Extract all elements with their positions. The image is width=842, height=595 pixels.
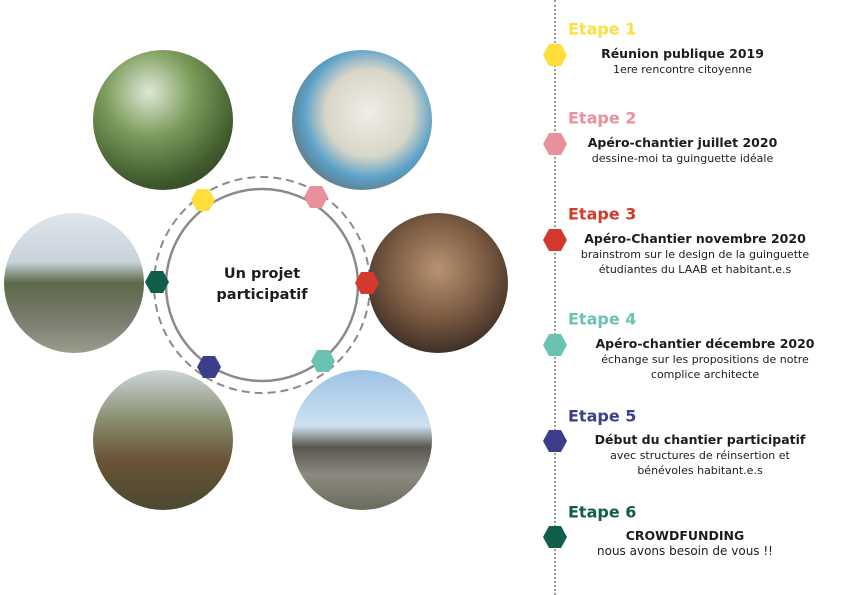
step1-desc: 1ere rencontre citoyenne [612, 63, 753, 76]
step1-hexagon-icon [543, 44, 567, 66]
step4-desc-line1: échange sur les propositions de notre [601, 353, 809, 366]
step6-text: CROWDFUNDING nous avons besoin de vous !… [585, 527, 785, 559]
step1-title: Réunion publique 2019 [601, 46, 764, 61]
step4-hexagon-icon [543, 334, 567, 356]
step2-desc: dessine-moi ta guinguette idéale [591, 152, 774, 165]
step6-hexagon-icon [543, 526, 567, 548]
ring-hexagon-step2-icon [304, 186, 328, 208]
step3-desc-line2: étudiantes du LAAB et habitant.e.s [598, 263, 792, 276]
ring-hexagon-step1-icon [191, 189, 215, 211]
step5-title: Début du chantier participatif [594, 432, 806, 447]
photo-construction-site [93, 370, 233, 510]
center-title: Un projet participatif [216, 264, 307, 306]
step4-text: Apéro-chantier décembre 2020 échange sur… [590, 335, 820, 382]
ring-hexagon-step5-icon [197, 356, 221, 378]
photo-drawing-session [292, 50, 432, 190]
center-title-line2: participatif [216, 287, 308, 303]
step1-label: Etape 1 [568, 19, 637, 39]
center-title-line1: Un projet [223, 266, 301, 282]
ring-hexagon-step4-icon [311, 350, 335, 372]
photo-public-meeting [93, 50, 233, 190]
step6-title: CROWDFUNDING [625, 528, 745, 543]
step3-title: Apéro-Chantier novembre 2020 [584, 231, 806, 246]
step3-label: Etape 3 [568, 204, 637, 224]
step6-label: Etape 6 [568, 502, 637, 522]
step5-desc-line2: bénévoles habitant.e.s [637, 464, 763, 477]
timeline-dotted-line [554, 0, 556, 595]
step2-label: Etape 2 [568, 108, 637, 128]
step5-text: Début du chantier participatif avec stru… [585, 431, 815, 478]
step5-desc-line1: avec structures de réinsertion et [610, 449, 790, 462]
step4-desc-line2: complice architecte [650, 368, 760, 381]
step3-hexagon-icon [543, 229, 567, 251]
step3-text: Apéro-Chantier novembre 2020 brainstrom … [580, 230, 810, 277]
step5-label: Etape 5 [568, 406, 637, 426]
step1-text: Réunion publique 2019 1ere rencontre cit… [575, 45, 790, 77]
step5-hexagon-icon [543, 430, 567, 452]
step3-desc-line1: brainstrom sur le design de la guinguett… [580, 248, 810, 261]
ring-hexagon-step3-icon [355, 272, 379, 294]
photo-indoor-workshop [368, 213, 508, 353]
photo-architect-rendering [4, 213, 144, 353]
ring-hexagon-step6-icon [145, 271, 169, 293]
photo-courtyard-rendering [292, 370, 432, 510]
step2-title: Apéro-chantier juillet 2020 [587, 135, 778, 150]
step2-text: Apéro-chantier juillet 2020 dessine-moi … [575, 134, 790, 166]
step2-hexagon-icon [543, 133, 567, 155]
step4-label: Etape 4 [568, 309, 637, 329]
step6-desc: nous avons besoin de vous !! [597, 544, 773, 558]
step4-title: Apéro-chantier décembre 2020 [595, 336, 815, 351]
